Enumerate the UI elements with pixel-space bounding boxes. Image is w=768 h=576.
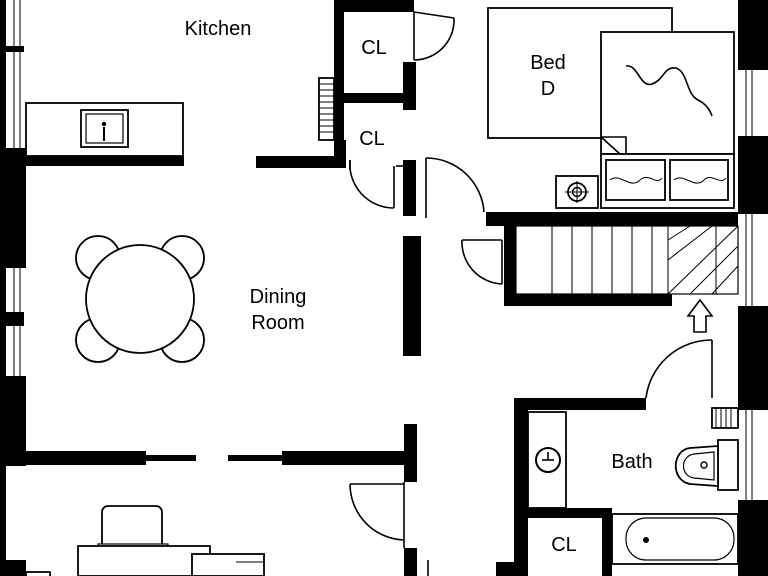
staircase xyxy=(515,225,739,295)
desk-chair-icon xyxy=(25,505,265,576)
bathtub-icon xyxy=(611,513,739,565)
toilet-icon xyxy=(674,439,739,491)
kitchen-counter xyxy=(25,102,184,166)
nightstand-icon xyxy=(555,175,599,209)
pillow-icon xyxy=(600,153,735,209)
dining-lower-wall xyxy=(26,424,417,576)
closet-walls xyxy=(334,0,421,356)
radiator-icon xyxy=(318,77,335,141)
lower-door xyxy=(349,482,429,576)
closet-2-label: CL xyxy=(359,128,385,150)
left-exterior-wall xyxy=(0,0,26,576)
bed-label-line2: D xyxy=(541,78,555,100)
bed-label-line1: Bed xyxy=(530,52,566,74)
right-exterior-wall xyxy=(738,0,768,576)
bath-sink-icon xyxy=(527,411,567,509)
kitchen-label: Kitchen xyxy=(185,18,252,40)
bath-label: Bath xyxy=(611,451,652,473)
sink-icon xyxy=(80,109,129,148)
stair-door xyxy=(461,239,503,285)
stair-direction-arrow-icon xyxy=(686,298,714,333)
kitchen-partition-wall xyxy=(256,156,346,168)
bedroom-walls xyxy=(425,157,738,306)
closet-3-label: CL xyxy=(551,534,577,556)
dining-label-line2: Room xyxy=(251,312,304,334)
closet-1-label: CL xyxy=(361,37,387,59)
bath-walls xyxy=(496,339,713,576)
dining-table-icon xyxy=(75,235,205,363)
bath-radiator xyxy=(711,407,739,429)
dining-label-line1: Dining xyxy=(250,286,307,308)
bed-icon xyxy=(487,7,735,155)
closet-doors xyxy=(349,11,455,209)
